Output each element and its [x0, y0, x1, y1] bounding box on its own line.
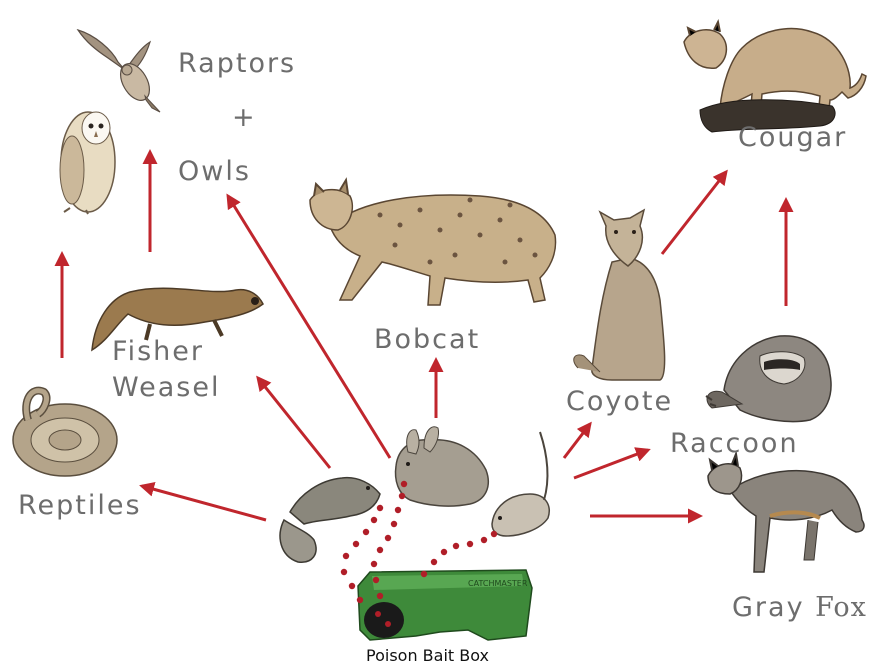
label-raptors: Raptors	[178, 48, 296, 79]
label-gray-fox: Gray Fox	[732, 592, 867, 623]
poison-trail-rabbit-dot	[395, 507, 401, 513]
label-poison-bait-box: Poison Bait Box	[366, 646, 489, 665]
label-owls: Owls	[178, 156, 251, 187]
cougar-illustration	[684, 22, 866, 132]
label-weasel: Weasel	[112, 372, 220, 403]
poison-trail-rabbit-dot	[373, 577, 379, 583]
arrow-coyote-to-cougar	[662, 172, 726, 254]
label-plus: +	[232, 102, 257, 133]
bait-box-illustration: CATCHMASTER	[358, 570, 532, 640]
poison-trail-mouse-dot	[441, 549, 447, 555]
label-cougar: Cougar	[738, 122, 847, 153]
label-coyote: Coyote	[566, 386, 673, 417]
label-gray-fox-word1: Gray	[732, 592, 805, 623]
coyote-illustration	[574, 210, 665, 380]
poison-trail-rabbit-dot	[401, 481, 407, 487]
label-raccoon: Raccoon	[670, 428, 799, 459]
label-gray-fox-word2: Fox	[815, 592, 867, 623]
poison-trail-squirrel-dot	[377, 505, 383, 511]
bobcat-illustration	[310, 180, 556, 305]
poison-trail-mouse-dot	[431, 559, 437, 565]
poison-trail-mouse-dot	[491, 531, 497, 537]
label-bobcat: Bobcat	[374, 324, 480, 355]
squirrel-illustration	[280, 478, 380, 563]
gray-fox-illustration	[708, 454, 864, 572]
poison-trail-rabbit-dot	[377, 593, 383, 599]
label-fisher: Fisher	[112, 336, 204, 367]
poison-trail-squirrel-dot	[353, 541, 359, 547]
owl-illustration	[60, 112, 115, 214]
poison-trail-rabbit-dot	[385, 535, 391, 541]
poison-trail-squirrel-dot	[371, 517, 377, 523]
raptor-illustration	[78, 30, 160, 112]
poison-trail-mouse-dot	[453, 543, 459, 549]
raccoon-illustration	[706, 336, 831, 422]
arrow-mouse-to-coyote	[564, 424, 590, 458]
poison-trail-mouse-dot	[421, 571, 427, 577]
poison-trail-squirrel-dot	[349, 583, 355, 589]
poison-trail-squirrel-dot	[341, 569, 347, 575]
poison-trail-rabbit-dot	[377, 547, 383, 553]
bait-box-imprint: CATCHMASTER	[468, 579, 528, 588]
poison-trail-mouse-dot	[467, 541, 473, 547]
poison-trail-rabbit-dot	[391, 521, 397, 527]
rabbit-illustration	[396, 427, 489, 506]
poison-trail-rabbit-dot	[371, 561, 377, 567]
arrow-prey-to-reptiles	[142, 486, 266, 520]
reptile-illustration	[13, 391, 117, 476]
poison-trail-squirrel-dot	[363, 529, 369, 535]
poison-trail-mouse-dot	[481, 537, 487, 543]
poison-trail-rabbit-dot	[399, 493, 405, 499]
label-reptiles: Reptiles	[18, 490, 142, 521]
arrow-mouse-to-raccoon	[574, 450, 648, 478]
poison-trail-squirrel-dot	[357, 597, 363, 603]
arrow-prey-to-weasel	[258, 378, 330, 468]
mouse-illustration	[492, 432, 549, 536]
poison-trail-squirrel-dot	[343, 553, 349, 559]
